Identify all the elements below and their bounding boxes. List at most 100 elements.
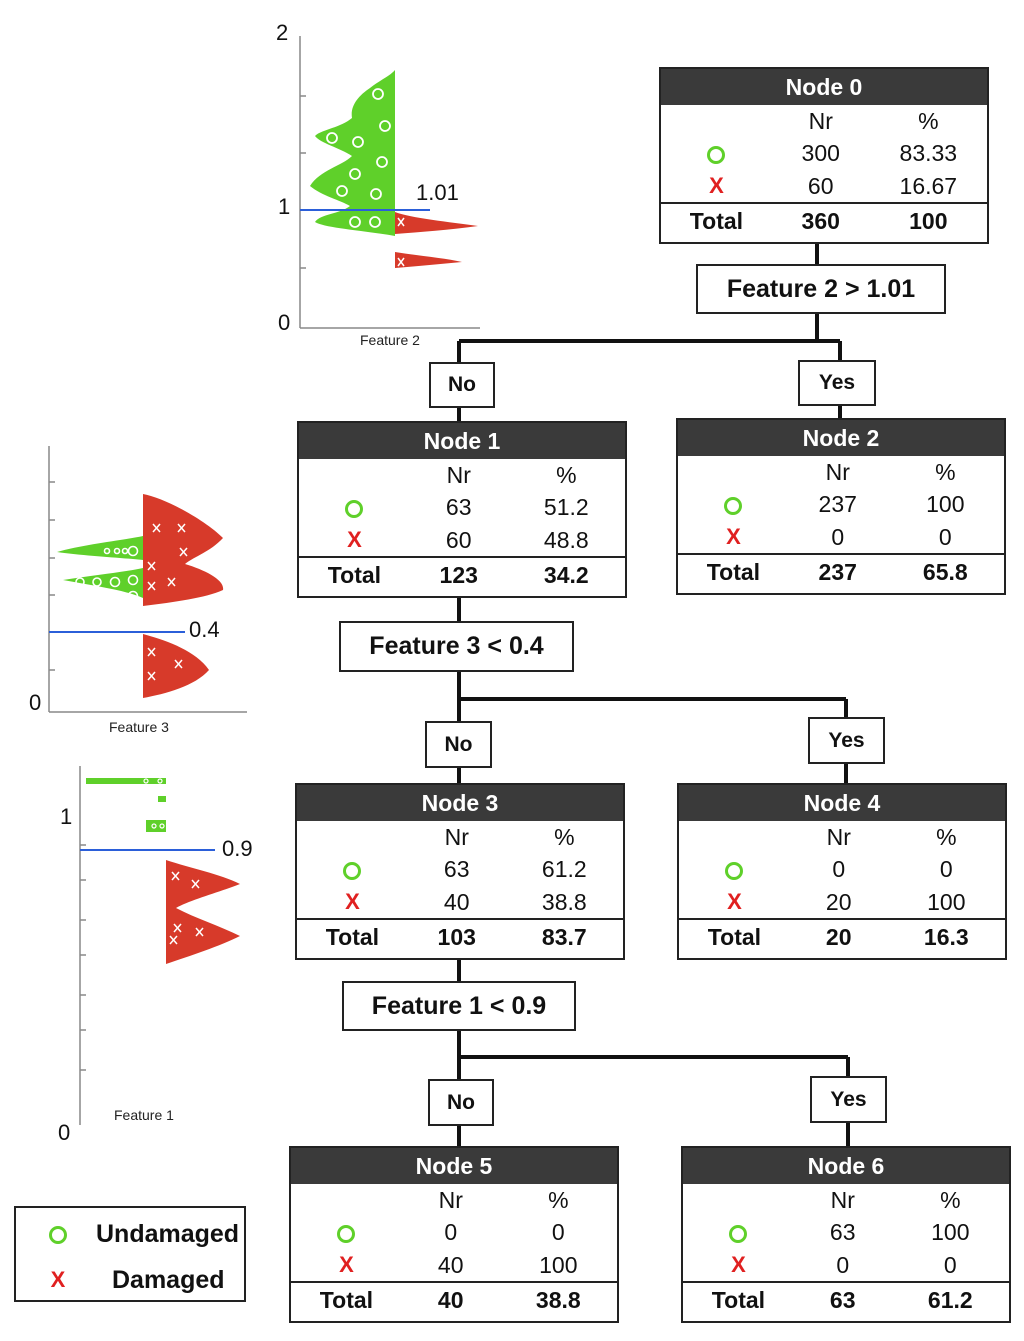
legend: Undamaged X Damaged (14, 1206, 246, 1302)
total-count: 40 (401, 1281, 500, 1317)
damaged-pct: 16.67 (899, 172, 958, 199)
undamaged-density-top (86, 778, 166, 784)
node-title: Node 2 (678, 420, 1004, 456)
branch-yes: Yes (798, 360, 876, 406)
legend-label-undamaged: Undamaged (96, 1220, 240, 1248)
feature1-distribution-plot: 0.9 1 0 Feature 1 (58, 766, 253, 1145)
branch-no: No (425, 721, 492, 768)
undamaged-pct: 83.33 (899, 140, 958, 166)
col-pct: % (918, 108, 939, 134)
threshold-label: 1.01 (416, 180, 459, 205)
condition-feature2: Feature 2 > 1.01 (696, 264, 946, 314)
node-title: Node 4 (679, 785, 1005, 821)
undamaged-count: 63 (829, 1219, 856, 1245)
total-label: Total (661, 202, 772, 238)
col-pct: % (554, 824, 575, 850)
total-pct: 38.8 (499, 1281, 617, 1317)
tick-label-0: 0 (29, 690, 41, 715)
total-pct: 34.2 (507, 556, 625, 592)
undamaged-pct: 0 (939, 856, 953, 882)
feature3-distribution-plot: 0.4 0 Feature 3 (29, 446, 247, 735)
condition-feature1: Feature 1 < 0.9 (342, 981, 576, 1031)
damaged-density-lower (395, 252, 462, 268)
x-axis-label: Feature 2 (360, 332, 420, 348)
damaged-count: 60 (807, 172, 834, 199)
undamaged-pct: 100 (926, 491, 965, 517)
col-nr: Nr (826, 824, 851, 850)
undamaged-pct: 51.2 (543, 494, 589, 520)
total-count: 123 (409, 556, 508, 592)
undamaged-count: 0 (832, 856, 846, 882)
legend-item-damaged: X Damaged (16, 1260, 244, 1300)
damaged-icon: X (345, 889, 360, 914)
undamaged-density (310, 70, 395, 236)
undamaged-icon (725, 861, 744, 880)
damaged-count: 40 (443, 888, 470, 915)
damaged-pct: 38.8 (541, 888, 587, 915)
undamaged-density (57, 536, 143, 598)
damaged-icon: X (726, 524, 741, 549)
undamaged-icon (707, 145, 726, 164)
undamaged-count: 300 (801, 140, 840, 166)
col-pct: % (935, 459, 956, 485)
undamaged-density-mid (158, 796, 166, 802)
col-nr: Nr (808, 108, 833, 134)
damaged-icon: X (50, 1267, 66, 1292)
undamaged-icon (337, 1224, 356, 1243)
tick-label-2: 2 (276, 20, 288, 45)
total-pct: 65.8 (886, 553, 1004, 589)
total-count: 237 (788, 553, 887, 589)
threshold-label: 0.4 (189, 617, 220, 642)
undamaged-icon (345, 499, 364, 518)
total-count: 63 (793, 1281, 892, 1317)
damaged-icon: X (709, 173, 724, 198)
damaged-pct: 0 (943, 1251, 957, 1278)
total-pct: 83.7 (505, 918, 623, 954)
undamaged-count: 237 (818, 491, 857, 517)
damaged-count: 20 (825, 888, 852, 915)
damaged-pct: 100 (927, 888, 966, 915)
undamaged-icon (46, 1214, 70, 1254)
damaged-count: 40 (437, 1251, 464, 1278)
total-pct: 16.3 (887, 918, 1005, 954)
col-pct: % (556, 462, 577, 488)
total-label: Total (299, 556, 410, 592)
tick-label-0: 0 (278, 310, 290, 335)
node-title: Node 1 (299, 423, 625, 459)
damaged-count: 0 (836, 1251, 850, 1278)
damaged-density (166, 860, 240, 964)
node-title: Node 3 (297, 785, 623, 821)
damaged-pct: 48.8 (543, 526, 589, 553)
col-nr: Nr (446, 462, 471, 488)
node-title: Node 5 (291, 1148, 617, 1184)
damaged-count: 60 (445, 526, 472, 553)
damaged-density-upper (143, 494, 224, 606)
col-nr: Nr (825, 459, 850, 485)
undamaged-icon (729, 1224, 748, 1243)
undamaged-pct: 0 (551, 1219, 565, 1245)
damaged-pct: 100 (539, 1251, 578, 1278)
tick-label-0: 0 (58, 1120, 70, 1145)
undamaged-pct: 61.2 (541, 856, 587, 882)
branch-yes: Yes (808, 717, 885, 764)
tick-label-1: 1 (278, 194, 290, 219)
x-axis-label: Feature 1 (114, 1107, 174, 1123)
damaged-icon: X (727, 889, 742, 914)
legend-label-damaged: Damaged (112, 1266, 225, 1294)
total-pct: 61.2 (891, 1281, 1009, 1317)
undamaged-count: 63 (443, 856, 470, 882)
legend-item-undamaged: Undamaged (16, 1214, 244, 1254)
damaged-density-upper (395, 212, 478, 234)
condition-feature3: Feature 3 < 0.4 (339, 621, 574, 672)
branch-no: No (429, 362, 495, 408)
damaged-icon: X (347, 527, 362, 552)
